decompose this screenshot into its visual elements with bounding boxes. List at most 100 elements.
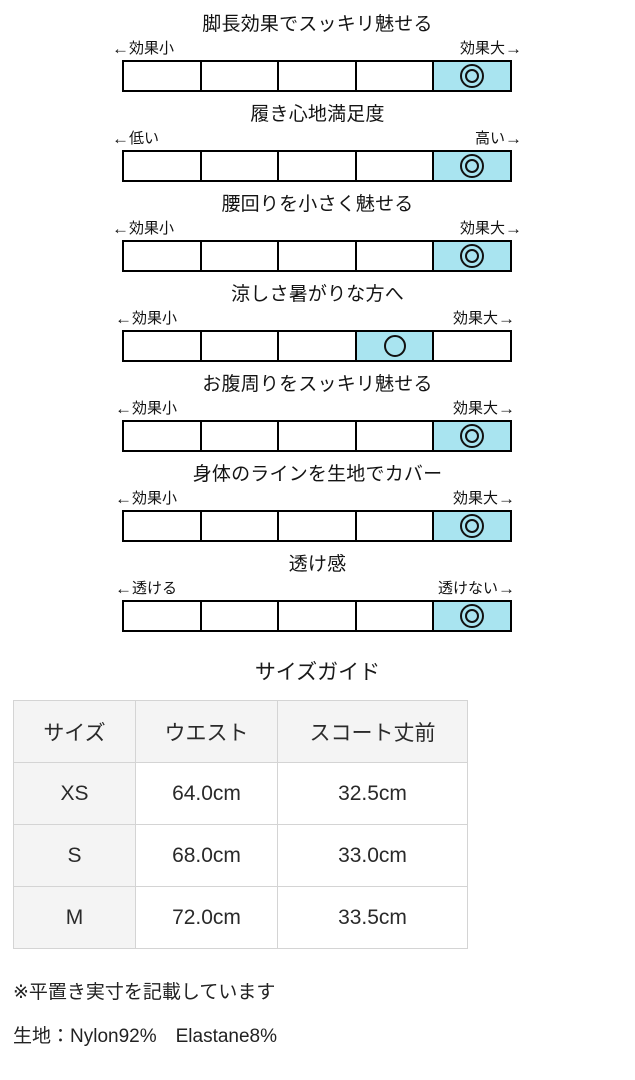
effect-scale-cell — [279, 242, 357, 270]
size-table-head: サイズウエストスコート丈前 — [13, 700, 468, 763]
effect-scale-cell — [202, 422, 280, 450]
arrow-right-icon: → — [498, 579, 515, 598]
note-line: 生地：Nylon92% Elastane8% — [13, 1026, 278, 1047]
effect-scale-cell — [124, 512, 202, 540]
effect-scale-cell — [124, 602, 202, 630]
effect-scale-left-label: ←効果小 — [112, 218, 174, 240]
effect-scale-title: お腹周りをスッキリ魅せる — [200, 372, 436, 401]
effect-scale-right-label: 効果大→ — [460, 38, 522, 60]
effect-scale-cell — [202, 242, 280, 270]
effect-scale-left-label: ←効果小 — [115, 488, 177, 510]
arrow-left-icon: ← — [112, 129, 129, 148]
effect-scale: 涼しさ暑がりな方へ←効果小 効果大→ — [0, 278, 635, 368]
effect-scale-cell — [357, 242, 435, 270]
effect-scale-cell — [279, 602, 357, 630]
effect-scale: 腰回りを小さく魅せる←効果小効果大→ — [0, 188, 635, 278]
size-table-column-header: ウエスト — [135, 700, 278, 763]
size-table-column-header: サイズ — [13, 700, 136, 763]
arrow-right-icon: → — [505, 39, 522, 58]
note-line: ※平置き実寸を記載しています — [13, 982, 276, 1003]
effect-scale-cell-active — [434, 152, 510, 180]
effect-scale-left-label-text: 低い — [129, 130, 160, 147]
effect-scale: 脚長効果でスッキリ魅せる ←効果小 効果大→ — [0, 8, 635, 98]
effect-scale-right-label-text: 効果大 — [452, 310, 498, 327]
size-table-column-header: スコート丈前 — [277, 700, 468, 763]
effect-scale-title: 履き心地満足度 — [248, 102, 388, 131]
size-table-size-cell: M — [13, 886, 136, 949]
effect-scale-cell — [434, 332, 510, 360]
effect-scale-title-row: 透け感 — [0, 548, 635, 581]
effect-scale-right-label-text: 効果大 — [459, 220, 505, 237]
arrow-left-icon: ← — [112, 219, 129, 238]
effect-scale: 透け感←透ける 透けない→ — [0, 548, 635, 638]
double-circle-icon — [460, 244, 485, 268]
double-circle-icon — [460, 424, 485, 448]
effect-scale-right-label: 高い→ — [475, 128, 522, 150]
effect-scale-title-row: 履き心地満足度 — [0, 98, 635, 131]
effect-scale-right-label-text: 効果大 — [452, 490, 498, 507]
effect-scale-cell — [279, 512, 357, 540]
size-table-value-cell: 33.5cm — [277, 886, 468, 949]
effect-scale-title-row: 涼しさ暑がりな方へ — [0, 278, 635, 311]
effect-scale-left-label-text: 効果小 — [129, 220, 175, 237]
effect-scale-left-label-text: 効果小 — [132, 400, 178, 417]
effect-scale-left-label: ←効果小 — [115, 308, 177, 330]
effect-scale-cell — [124, 422, 202, 450]
effect-scales-section: 脚長効果でスッキリ魅せる←効果小効果大→履き心地満足度←低い高い→腰回りを小さく… — [0, 8, 635, 638]
effect-scale-cell — [357, 62, 435, 90]
size-table-size-cell: S — [13, 824, 136, 887]
effect-scale-cell — [202, 62, 280, 90]
effect-scale-left-label-text: 効果小 — [132, 310, 178, 327]
effect-scale-bar — [122, 510, 512, 542]
double-circle-icon — [460, 514, 485, 538]
size-guide-title: サイズガイド — [254, 661, 381, 684]
effect-scale-left-label: ←効果小 — [115, 398, 177, 420]
size-table-header-row: サイズウエストスコート丈前 — [13, 700, 468, 763]
effect-scale-cell — [357, 422, 435, 450]
effect-scale-bar — [122, 330, 512, 362]
effect-scale-left-label: ←効果小 — [112, 38, 174, 60]
effect-scale-cell-active — [434, 62, 510, 90]
effect-scale-cell-active — [356, 332, 435, 360]
effect-scale-bar — [122, 420, 512, 452]
effect-scale-left-label-text: 効果小 — [129, 40, 175, 57]
effect-scale-cell — [124, 62, 202, 90]
effect-scale-right-label: 効果大→ — [453, 398, 515, 420]
effect-scale-title: 身体のラインを生地でカバー — [190, 462, 445, 491]
double-circle-icon — [460, 604, 485, 628]
effect-scale-left-label-text: 効果小 — [132, 490, 178, 507]
effect-scale-bar — [122, 60, 512, 92]
effect-scale-title: 脚長効果でスッキリ魅せる — [200, 12, 436, 41]
arrow-right-icon: → — [498, 489, 515, 508]
effect-scale: 履き心地満足度 ←低い 高い→ — [0, 98, 635, 188]
effect-scale-right-label-text: 透けない — [437, 580, 498, 597]
arrow-left-icon: ← — [115, 489, 132, 508]
arrow-right-icon: → — [498, 399, 515, 418]
effect-scale-cell — [124, 152, 202, 180]
effect-scale-cell — [279, 422, 357, 450]
double-circle-icon — [460, 154, 485, 178]
effect-scale-cell — [124, 242, 202, 270]
notes-section: ※平置き実寸を記載しています生地：Nylon92% Elastane8% — [0, 971, 635, 1059]
effect-scale-bar — [122, 150, 512, 182]
arrow-right-icon: → — [505, 219, 522, 238]
effect-scale-labels: ←効果小 効果大→ — [112, 38, 522, 60]
effect-scale-labels: ←透ける 透けない→ — [115, 578, 515, 600]
effect-scale-cell — [202, 602, 280, 630]
effect-scale-right-label: 透けない→ — [438, 578, 515, 600]
effect-scale-right-label: 効果大→ — [460, 218, 522, 240]
effect-scale-right-label: 効果大→ — [453, 308, 515, 330]
effect-scale-cell — [357, 602, 435, 630]
arrow-right-icon: → — [505, 129, 522, 148]
effect-scale-cell — [279, 62, 357, 90]
effect-scale-left-label: ←透ける — [115, 578, 177, 600]
size-table-value-cell: 33.0cm — [277, 824, 468, 887]
effect-scale-labels: ←低い 高い→ — [112, 128, 522, 150]
effect-scale-title-row: お腹周りをスッキリ魅せる — [0, 368, 635, 401]
effect-scale-title-row: 脚長効果でスッキリ魅せる — [0, 8, 635, 41]
size-table-value-cell: 32.5cm — [277, 762, 468, 825]
arrow-right-icon: → — [498, 309, 515, 328]
